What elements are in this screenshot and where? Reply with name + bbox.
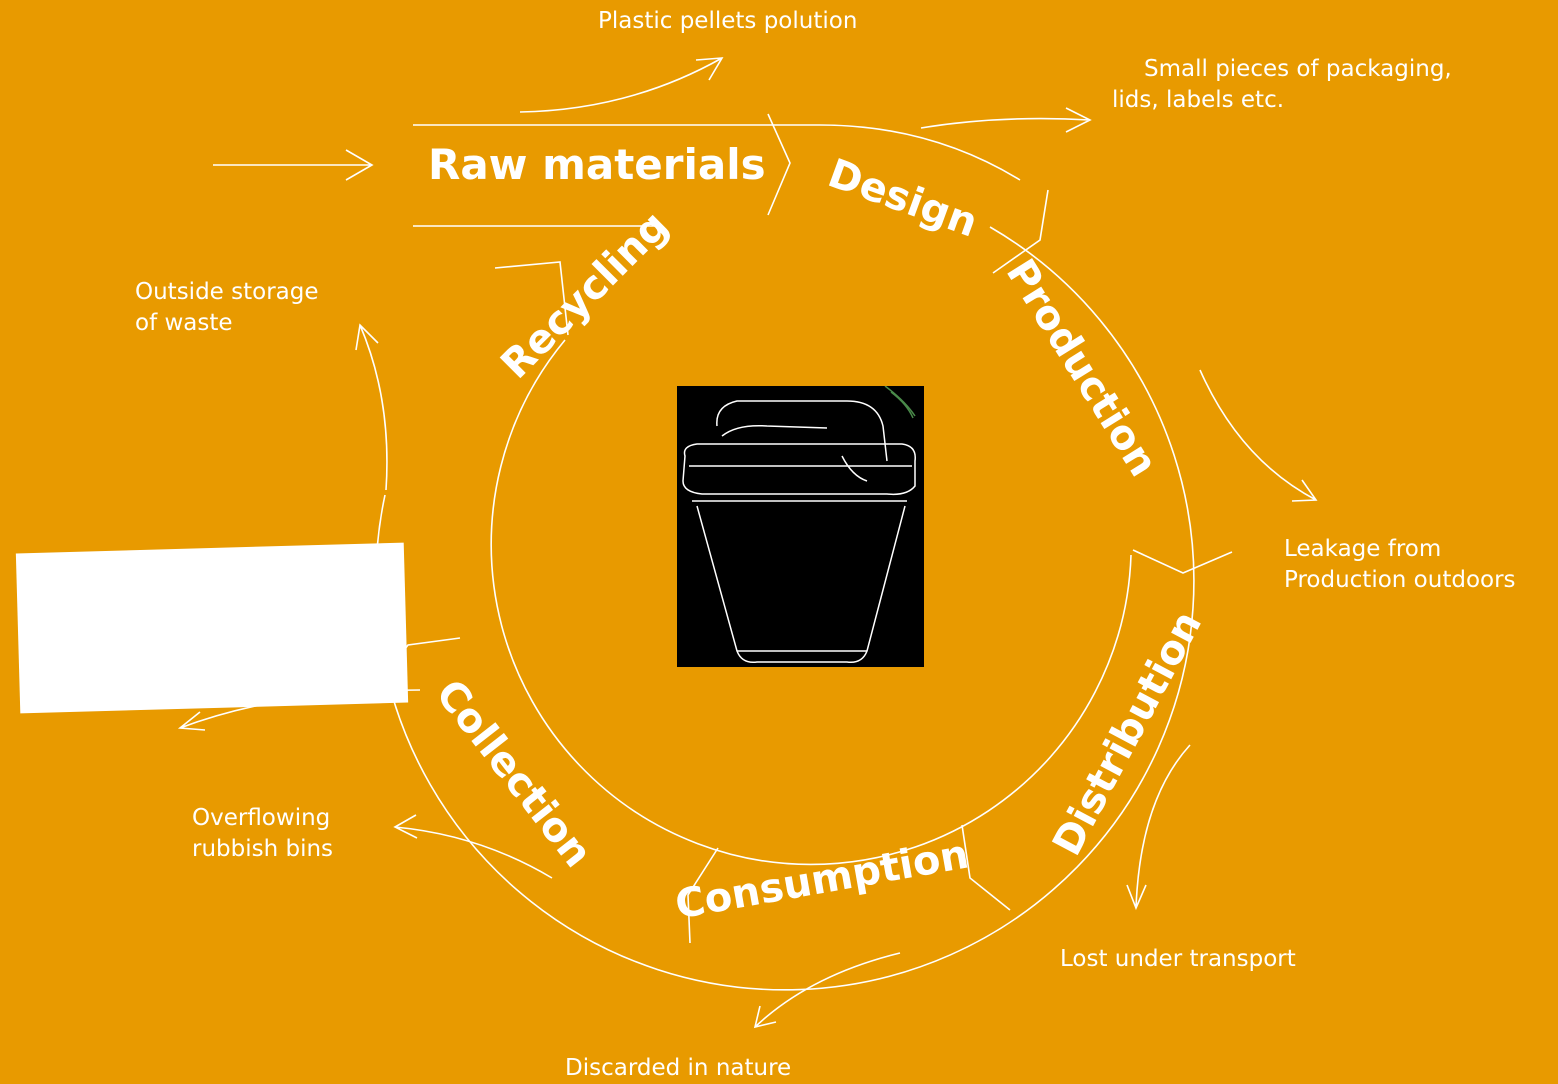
note-packaging-line-2: lids, labels etc. (1112, 87, 1285, 113)
note-leakage-line-1: Leakage from (1284, 536, 1442, 562)
note-bins-line-2: rubbish bins (192, 836, 334, 862)
stage-divider-production-distribution (1132, 549, 1233, 574)
note-leakage: Leakage from Production outdoors (1284, 534, 1516, 596)
stage-raw-materials: Raw materials (428, 140, 766, 189)
note-bins: Overflowing rubbish bins (192, 803, 333, 865)
note-nature-text: Discarded in nature (565, 1055, 792, 1081)
outer-ring (375, 226, 1195, 991)
stage-divider-design-production (992, 189, 1049, 274)
note-storage: Outside storage of waste (135, 277, 319, 339)
input-arrow (213, 149, 374, 181)
note-packaging: Small pieces of packaging, lids, labels … (1112, 54, 1452, 116)
note-bins-line-1: Overflowing (192, 805, 331, 831)
transport-arrow (1126, 744, 1191, 911)
note-transport-text: Lost under transport (1060, 946, 1296, 972)
nature-arrow (753, 952, 901, 1029)
note-leakage-line-2: Production outdoors (1284, 567, 1516, 593)
stage-divider-consumption-collection (687, 847, 719, 944)
stage-divider-recycling-raw (494, 261, 569, 336)
bins-arrow (393, 814, 553, 879)
note-pellets: Plastic pellets polution (598, 6, 857, 37)
white-box (15, 542, 409, 714)
raw-materials-band-top (413, 124, 1021, 181)
inner-ring (490, 339, 1132, 866)
plastic-bucket-with-lid-icon (677, 385, 924, 667)
note-packaging-line-1: Small pieces of packaging, (1144, 56, 1452, 82)
note-storage-line-2: of waste (135, 310, 233, 336)
pellets-arrow (519, 57, 724, 113)
stage-divider-distribution-consumption (961, 824, 1011, 911)
note-pellets-text: Plastic pellets polution (598, 8, 858, 34)
stage-divider-raw-design (767, 113, 791, 216)
leakage-arrow (1199, 369, 1318, 502)
packaging-arrow (920, 107, 1092, 133)
note-transport: Lost under transport (1060, 944, 1296, 975)
note-storage-line-1: Outside storage (135, 279, 319, 305)
note-nature: Discarded in nature (565, 1053, 791, 1084)
storage-arrow (355, 323, 388, 491)
